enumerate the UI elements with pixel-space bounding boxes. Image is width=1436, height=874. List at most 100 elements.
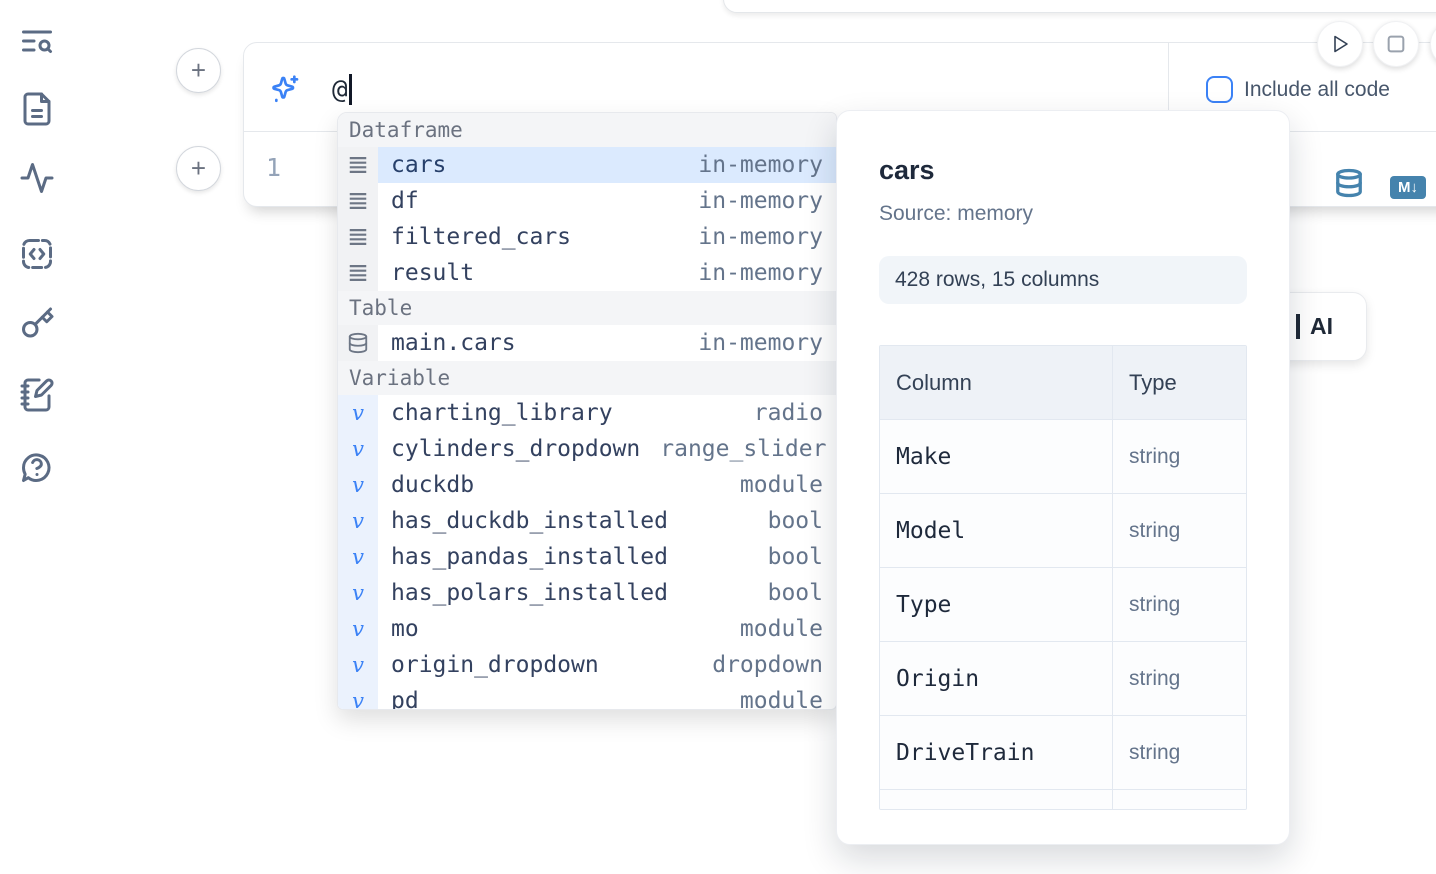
autocomplete-item-main: result in-memory bbox=[378, 255, 836, 291]
item-type: dropdown bbox=[712, 652, 823, 678]
schema-column-name: Origin bbox=[880, 642, 1113, 715]
schema-column-name: DriveTrain bbox=[880, 716, 1113, 789]
schema-column-type: string bbox=[1129, 518, 1181, 542]
schema-header-type: Type bbox=[1129, 369, 1177, 395]
item-name: charting_library bbox=[391, 400, 613, 426]
stop-icon bbox=[1387, 35, 1405, 53]
schema-column-name: Type bbox=[880, 568, 1113, 641]
item-name: has_duckdb_installed bbox=[391, 508, 668, 534]
autocomplete-item-cars[interactable]: cars in-memory bbox=[338, 147, 836, 183]
text-search-icon[interactable] bbox=[19, 23, 55, 59]
preview-source: Source: memory bbox=[879, 202, 1034, 225]
text-caret bbox=[348, 74, 352, 105]
variable-icon: v bbox=[352, 437, 364, 461]
autocomplete-item-pd[interactable]: v pd module bbox=[338, 683, 836, 710]
ai-card-label: AI bbox=[1310, 313, 1333, 339]
key-icon[interactable] bbox=[19, 306, 55, 342]
sidebar bbox=[0, 0, 72, 874]
rows-icon bbox=[338, 219, 378, 255]
schema-column-name bbox=[880, 790, 1113, 809]
item-name: result bbox=[391, 260, 475, 286]
item-type: bool bbox=[767, 580, 823, 606]
preview-title: cars bbox=[879, 155, 935, 185]
help-chat-icon[interactable] bbox=[19, 449, 55, 485]
rows-icon bbox=[338, 147, 378, 183]
item-name: main.cars bbox=[391, 330, 516, 356]
markdown-convert-button[interactable]: M↓ bbox=[1390, 176, 1426, 199]
autocomplete-item-mo[interactable]: v mo module bbox=[338, 611, 836, 647]
item-name: pd bbox=[391, 688, 419, 710]
item-type: radio bbox=[753, 400, 823, 426]
autocomplete-item-result[interactable]: result in-memory bbox=[338, 255, 836, 291]
run-cell-button[interactable] bbox=[1317, 21, 1363, 67]
sparkles-icon bbox=[269, 74, 301, 106]
add-cell-above-button[interactable]: + bbox=[176, 48, 221, 93]
schema-column-type: string bbox=[1129, 666, 1181, 690]
variable-icon: v bbox=[338, 647, 378, 683]
add-cell-below-button[interactable]: + bbox=[176, 146, 221, 191]
schema-header-row: Column Type bbox=[880, 346, 1246, 420]
notebook-pen-icon[interactable] bbox=[19, 377, 55, 413]
variable-icon: v bbox=[338, 431, 378, 467]
variable-icon: v bbox=[338, 395, 378, 431]
item-type: in-memory bbox=[698, 152, 823, 178]
variable-icon: v bbox=[352, 653, 364, 677]
activity-icon[interactable] bbox=[19, 160, 55, 196]
item-name: mo bbox=[391, 616, 419, 642]
autocomplete-item-main: charting_library radio bbox=[378, 395, 836, 431]
schema-column-type bbox=[1113, 790, 1246, 809]
item-type: module bbox=[739, 688, 823, 710]
variable-icon: v bbox=[352, 509, 364, 533]
dropdown-section-header: Variable bbox=[338, 361, 836, 395]
item-type: in-memory bbox=[698, 224, 823, 250]
database-icon[interactable] bbox=[1334, 168, 1364, 201]
schema-column-name: Model bbox=[880, 494, 1113, 567]
code-snippet-icon[interactable] bbox=[19, 236, 55, 272]
variable-icon: v bbox=[352, 401, 364, 425]
variable-icon: v bbox=[338, 503, 378, 539]
stop-cell-button[interactable] bbox=[1373, 21, 1419, 67]
item-type: range_slider bbox=[660, 436, 827, 462]
include-all-code-checkbox[interactable] bbox=[1206, 76, 1233, 103]
dataframe-preview-panel: cars Source: memory 428 rows, 15 columns… bbox=[836, 110, 1290, 845]
line-number: 1 bbox=[266, 153, 282, 182]
item-type: in-memory bbox=[698, 260, 823, 286]
database-icon bbox=[338, 325, 378, 361]
autocomplete-item-charting-library[interactable]: v charting_library radio bbox=[338, 395, 836, 431]
item-name: cars bbox=[391, 152, 447, 178]
item-name: has_polars_installed bbox=[391, 580, 668, 606]
file-document-icon[interactable] bbox=[19, 91, 55, 127]
variable-icon: v bbox=[352, 545, 364, 569]
play-icon bbox=[1334, 35, 1348, 53]
ai-prompt-input[interactable]: @ bbox=[332, 74, 352, 105]
variable-icon: v bbox=[338, 467, 378, 503]
variable-icon: v bbox=[352, 473, 364, 497]
autocomplete-item-main: pd module bbox=[378, 683, 836, 710]
ai-prompt-value: @ bbox=[332, 74, 348, 105]
variable-icon: v bbox=[352, 617, 364, 641]
item-type: bool bbox=[767, 544, 823, 570]
variable-icon: v bbox=[352, 689, 364, 710]
variable-icon: v bbox=[338, 539, 378, 575]
autocomplete-item-main: has_polars_installed bool bbox=[378, 575, 836, 611]
item-type: module bbox=[739, 616, 823, 642]
autocomplete-item-main: mo module bbox=[378, 611, 836, 647]
